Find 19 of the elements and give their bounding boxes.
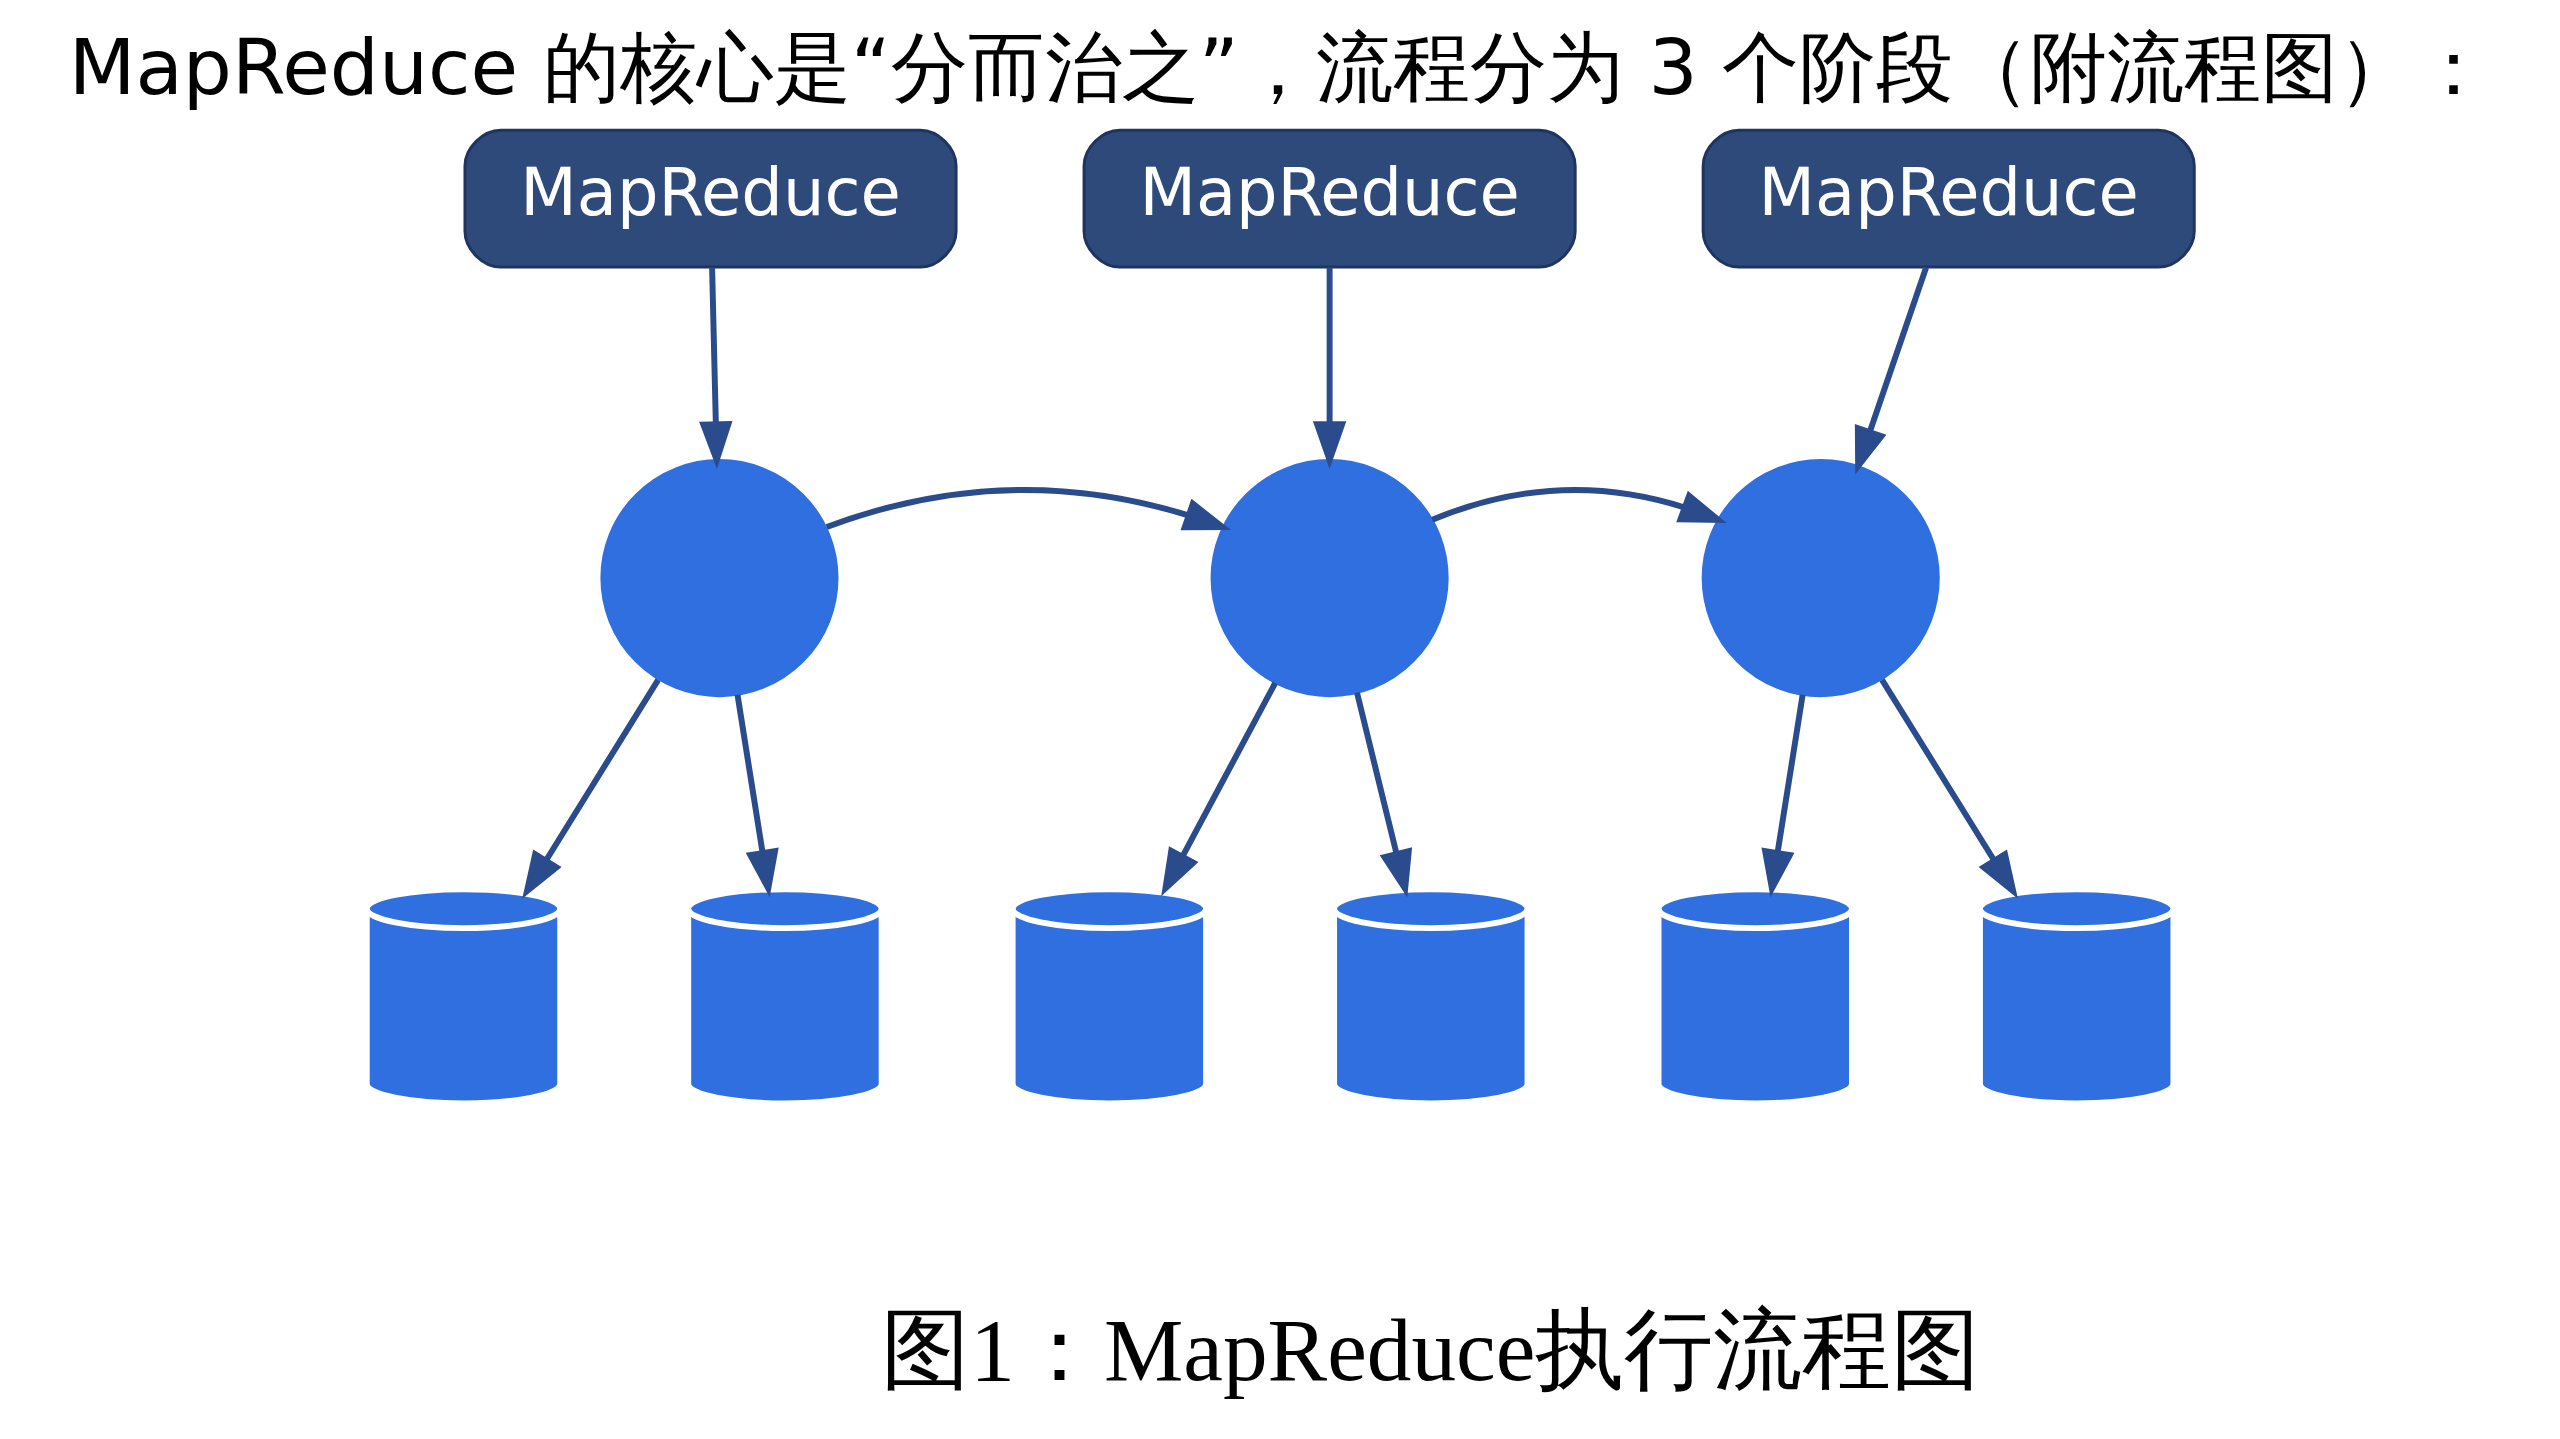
arrow	[1160, 681, 1278, 897]
node-circle	[1210, 459, 1449, 698]
arrow	[1854, 266, 1929, 475]
arrow	[1760, 694, 1806, 898]
node-circle	[1701, 459, 1940, 698]
arrow	[1312, 267, 1346, 470]
arrow	[825, 487, 1231, 531]
arrow	[1430, 487, 1727, 524]
arrow	[734, 694, 779, 898]
node-box: MapReduce	[1701, 128, 2196, 269]
node-circle	[599, 459, 838, 698]
node-box: MapReduce	[1082, 128, 1577, 269]
arrow	[521, 678, 661, 899]
arrow	[1879, 678, 2018, 899]
arrow	[1353, 691, 1412, 898]
diagram-title: MapReduce 的核心是“分而治之”，流程分为 3 个阶段（附流程图）：	[68, 21, 2492, 112]
node-box: MapReduce	[463, 128, 958, 269]
caption: 图1：MapReduce执行流程图	[880, 1300, 1980, 1400]
arrow	[698, 267, 732, 470]
